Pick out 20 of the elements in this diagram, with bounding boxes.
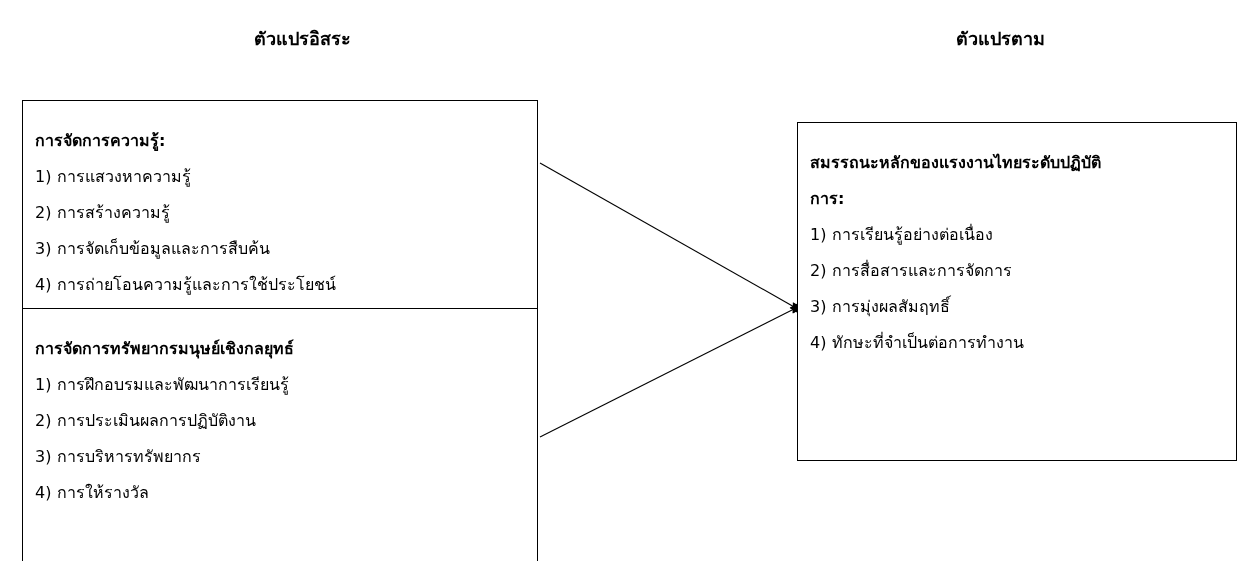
list-item: 4) การถ่ายโอนความรู้และการใช้ประโยชน์ [35,274,337,297]
box-heading: สมรรถนะหลักของแรงงานไทยระดับปฏิบัติการ: [810,152,1102,210]
box-heading: การจัดการทรัพยากรมนุษย์เชิงกลยุทธ์ [35,338,295,361]
list-item: 4) ทักษะที่จำเป็นต่อการทำงาน [810,331,1025,354]
column-heading: ตัวแปรอิสระ [253,27,351,51]
list-item: 2) การประเมินผลการปฏิบัติงาน [35,410,257,432]
text-box [22,308,538,561]
list-item: 3) การบริหารทรัพยากร [35,446,202,468]
list-item: 3) การมุ่งผลสัมฤทธิ์ [810,294,952,319]
list-item: 3) การจัดเก็บข้อมูลและการสืบค้น [35,237,271,261]
text-box [22,100,538,309]
list-item: 4) การให้รางวัล [35,482,150,504]
list-item: 2) การสื่อสารและการจัดการ [810,259,1013,282]
list-item: 1) การฝึกอบรมและพัฒนาการเรียนรู้ [35,374,290,397]
list-item: 2) การสร้างความรู้ [35,202,171,225]
list-item: 1) การแสวงหาความรู้ [35,166,192,189]
text-box [797,122,1237,461]
box-heading: การจัดการความรู้: [35,130,167,153]
column-heading: ตัวแปรตาม [955,27,1045,51]
list-item: 1) การเรียนรู้อย่างต่อเนื่อง [810,223,994,247]
